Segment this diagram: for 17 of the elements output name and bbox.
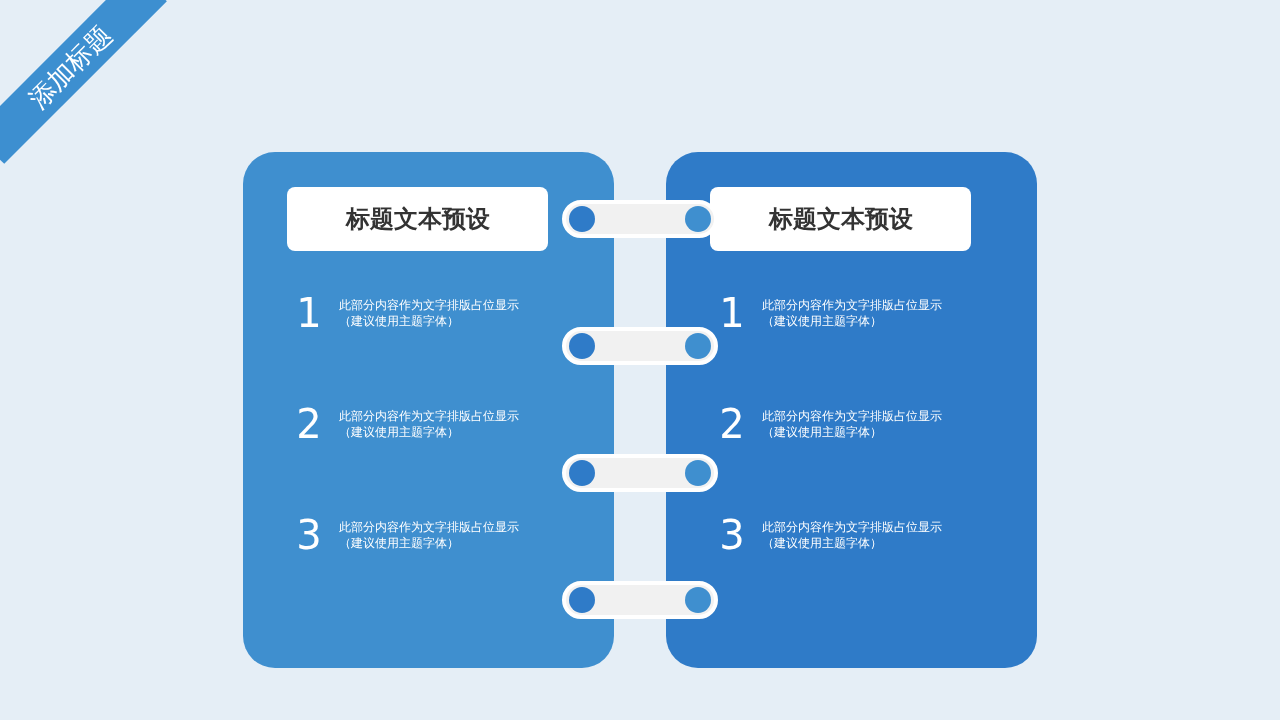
- item-number: 1: [718, 293, 746, 333]
- item-description: 此部分内容作为文字排版占位显示（建议使用主题字体）: [762, 519, 943, 551]
- item-description: 此部分内容作为文字排版占位显示（建议使用主题字体）: [762, 297, 943, 329]
- item-description: 此部分内容作为文字排版占位显示（建议使用主题字体）: [762, 408, 943, 440]
- item-number: 1: [295, 293, 323, 333]
- heading-box: 标题文本预设: [287, 187, 548, 251]
- item-description: 此部分内容作为文字排版占位显示（建议使用主题字体）: [339, 297, 520, 329]
- item-number: 2: [718, 404, 746, 444]
- item-description: 此部分内容作为文字排版占位显示（建议使用主题字体）: [339, 519, 520, 551]
- title-banner: 添加标题: [0, 0, 167, 164]
- item-description: 此部分内容作为文字排版占位显示（建议使用主题字体）: [339, 408, 520, 440]
- panel-card: [666, 152, 1037, 668]
- item-number: 2: [295, 404, 323, 444]
- panel-card: [243, 152, 614, 668]
- item-number: 3: [718, 515, 746, 555]
- heading-box: 标题文本预设: [710, 187, 971, 251]
- item-number: 3: [295, 515, 323, 555]
